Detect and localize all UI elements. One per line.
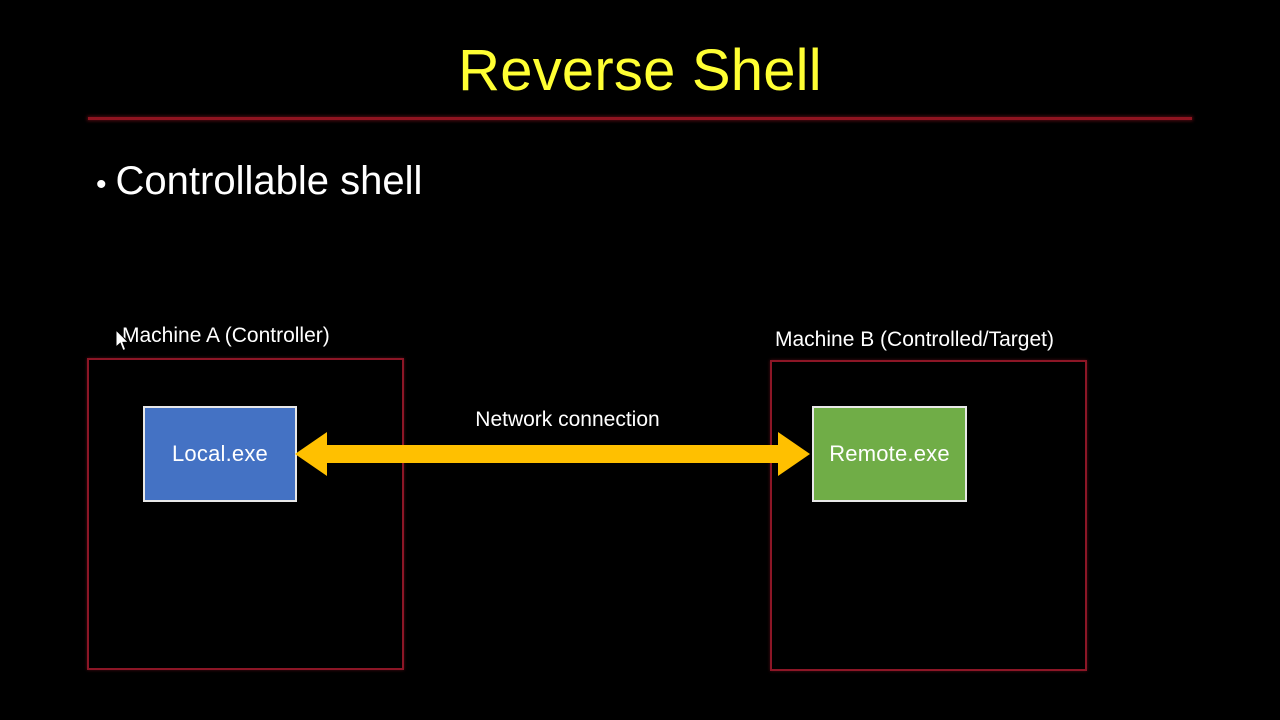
machine-b-label: Machine B (Controlled/Target) [775, 328, 1054, 351]
machine-b-container [770, 360, 1087, 671]
remote-exe-label: Remote.exe [829, 441, 950, 466]
bullet-text: Controllable shell [115, 159, 423, 203]
local-exe-label: Local.exe [172, 441, 268, 466]
local-exe-node: Local.exe [143, 406, 297, 502]
double-arrow-icon [295, 432, 810, 476]
title-divider [88, 117, 1192, 120]
bullet-list-item: • Controllable shell [96, 155, 422, 211]
remote-exe-node: Remote.exe [812, 406, 967, 502]
machine-a-container [87, 358, 404, 670]
network-connection-label: Network connection [475, 408, 660, 431]
network-connection-arrow [295, 426, 810, 482]
page-title: Reverse Shell [458, 38, 822, 103]
bullet-marker-icon: • [96, 168, 107, 201]
machine-a-label: Machine A (Controller) [122, 324, 330, 347]
